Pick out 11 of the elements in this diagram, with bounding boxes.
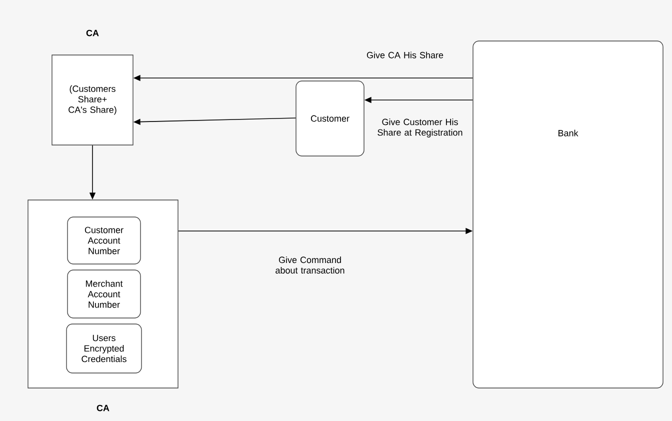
edge-label: Give Customer His Share at Registration bbox=[378, 118, 462, 138]
field-box: Merchant Account Number bbox=[67, 270, 141, 318]
edge-label: Give CA His Share bbox=[366, 52, 444, 58]
field-box: Users Encrypted Credentials bbox=[66, 324, 142, 374]
box-heading: CA bbox=[96, 404, 110, 412]
box-heading: CA bbox=[86, 30, 99, 36]
process-box: (Customers Share+ CA's Share) bbox=[52, 54, 134, 146]
edge-label: Give Command about transaction bbox=[276, 256, 344, 274]
process-box: Customer bbox=[296, 80, 364, 156]
bank-box: Bank bbox=[472, 40, 664, 388]
field-box: Customer Account Number bbox=[67, 216, 141, 264]
